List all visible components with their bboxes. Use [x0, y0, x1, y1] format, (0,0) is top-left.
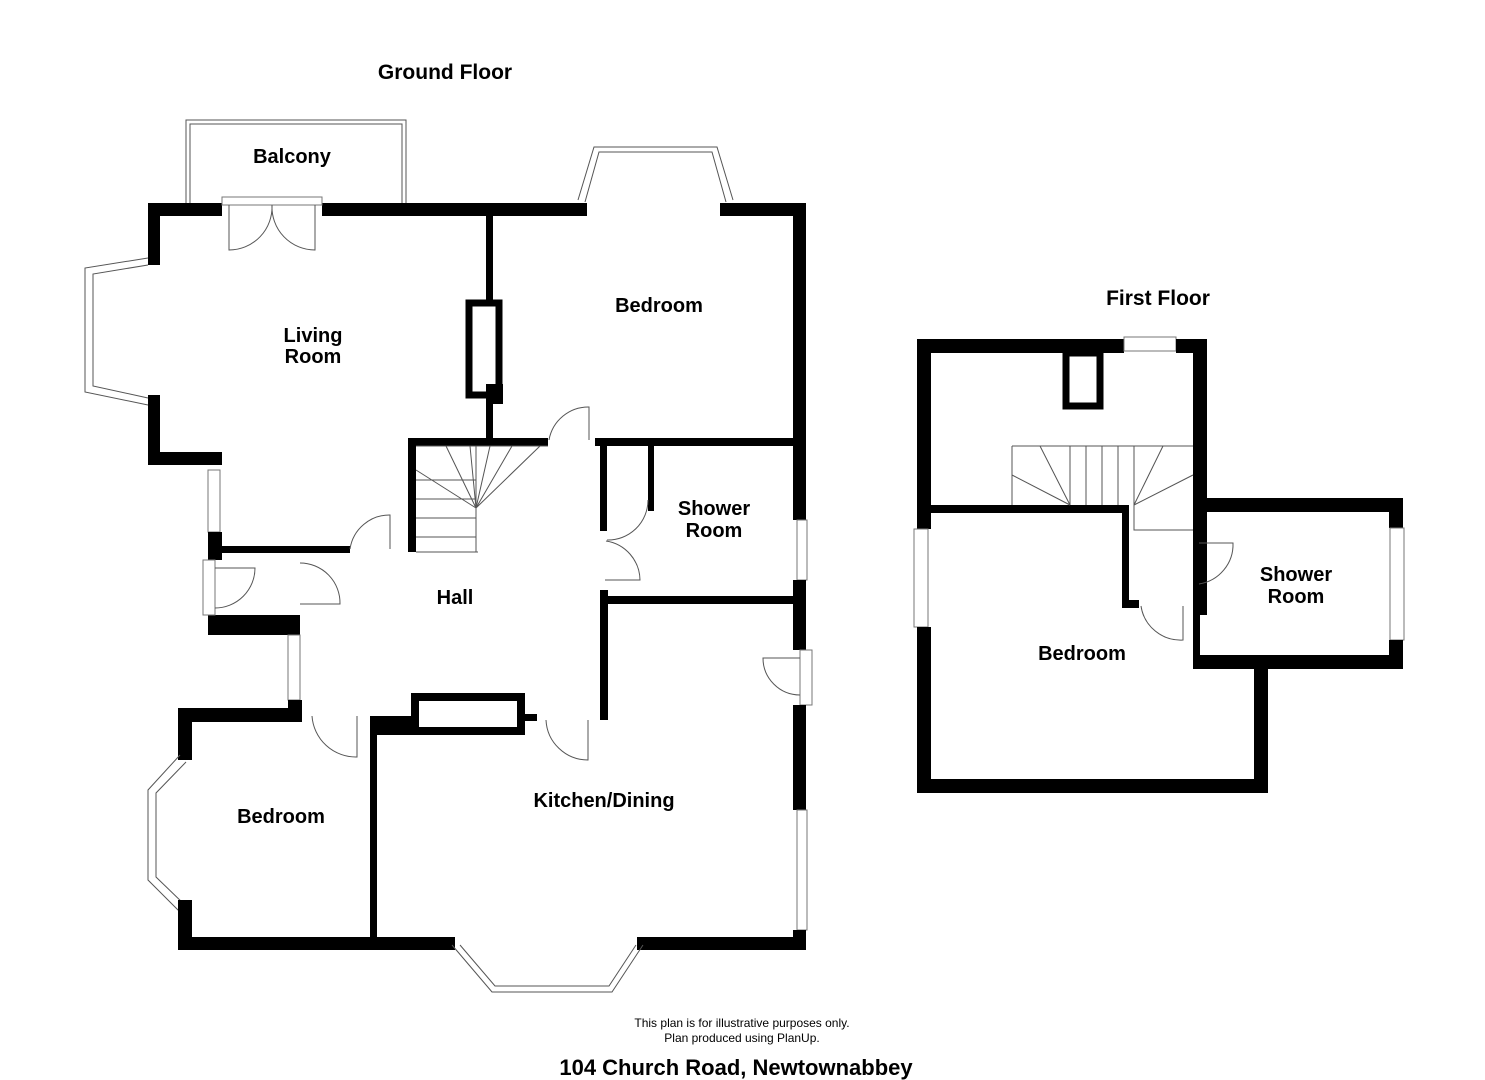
wall: [1122, 600, 1139, 608]
ground-floor-title: Ground Floor: [378, 61, 512, 84]
door[interactable]: [349, 514, 391, 550]
wall: [793, 580, 806, 650]
wall: [793, 705, 806, 810]
wall: [178, 900, 192, 950]
first-floor-plan: [913, 336, 1405, 793]
room-label-shower-room: Shower: [678, 498, 750, 520]
room-label-bedroom: Bedroom: [615, 295, 703, 317]
wall: [1389, 498, 1403, 528]
front-door[interactable]: [202, 559, 256, 616]
wall: [370, 716, 415, 735]
bay-window: [451, 944, 644, 993]
wall: [637, 937, 806, 950]
wall: [148, 203, 160, 265]
room-label-bedroom: Bedroom: [1038, 643, 1126, 665]
window: [1389, 527, 1405, 641]
door[interactable]: [1140, 605, 1184, 641]
chimney-breast: [1062, 349, 1104, 410]
door[interactable]: [311, 715, 358, 758]
bay-window: [577, 146, 734, 203]
wall: [793, 203, 806, 520]
room-label-balcony: Balcony: [253, 146, 332, 168]
wall: [208, 532, 222, 560]
room-label-shower-room: Shower: [1260, 564, 1332, 586]
first-floor-title: First Floor: [1106, 287, 1210, 310]
window: [796, 519, 808, 581]
bay-window: [147, 754, 187, 913]
door[interactable]: [605, 540, 641, 581]
staircase: [415, 445, 548, 553]
wall: [208, 615, 300, 635]
wall: [178, 708, 192, 760]
chimney-breast: [411, 693, 525, 735]
wall: [1122, 505, 1129, 607]
disclaimer: This plan is for illustrative purposes o…: [634, 1016, 849, 1030]
french-doors[interactable]: [221, 196, 323, 251]
property-address: 104 Church Road, Newtownabbey: [559, 1055, 913, 1080]
wall: [525, 714, 537, 721]
door[interactable]: [1198, 542, 1234, 585]
window: [207, 469, 221, 533]
wall: [370, 720, 377, 945]
wall: [486, 384, 503, 404]
chimney-breast: [465, 299, 503, 399]
wall: [595, 438, 800, 446]
bay-window: [84, 257, 149, 406]
wall: [148, 395, 160, 465]
door[interactable]: [606, 499, 649, 541]
wall: [917, 779, 1268, 793]
room-label-kitchen-dining: Kitchen/Dining: [533, 790, 674, 812]
room-label-living-room: Room: [285, 346, 342, 368]
door[interactable]: [548, 406, 590, 441]
wall: [222, 546, 350, 553]
wall: [720, 203, 806, 216]
wall: [600, 596, 800, 604]
room-label-hall: Hall: [437, 587, 474, 609]
wall: [178, 937, 455, 950]
wall: [408, 438, 548, 446]
wall: [600, 590, 608, 720]
window: [913, 528, 929, 628]
ground-floor-plan: [84, 119, 813, 993]
room-label-shower-room: Room: [1268, 586, 1325, 608]
wall: [648, 446, 654, 511]
wall: [148, 452, 222, 465]
wall: [931, 505, 1127, 513]
door[interactable]: [299, 562, 341, 605]
window: [287, 634, 301, 701]
door[interactable]: [545, 719, 589, 761]
room-label-bedroom: Bedroom: [237, 806, 325, 828]
window: [1123, 336, 1177, 352]
window: [796, 809, 808, 931]
wall: [178, 708, 302, 722]
room-label-shower-room: Room: [686, 520, 743, 542]
wall: [322, 203, 587, 216]
wall: [1254, 659, 1268, 793]
wall: [917, 627, 931, 793]
wall: [917, 339, 931, 529]
wall: [1193, 592, 1200, 662]
wall: [1193, 498, 1403, 512]
room-label-living-room: Living: [284, 325, 343, 347]
wall: [1193, 339, 1207, 615]
side-door[interactable]: [762, 649, 813, 706]
wall: [600, 446, 607, 531]
staircase: [1011, 445, 1194, 531]
wall: [148, 203, 222, 216]
wall: [408, 438, 416, 552]
disclaimer: Plan produced using PlanUp.: [664, 1031, 819, 1045]
balcony-outline: [185, 119, 407, 203]
wall: [1193, 655, 1403, 669]
